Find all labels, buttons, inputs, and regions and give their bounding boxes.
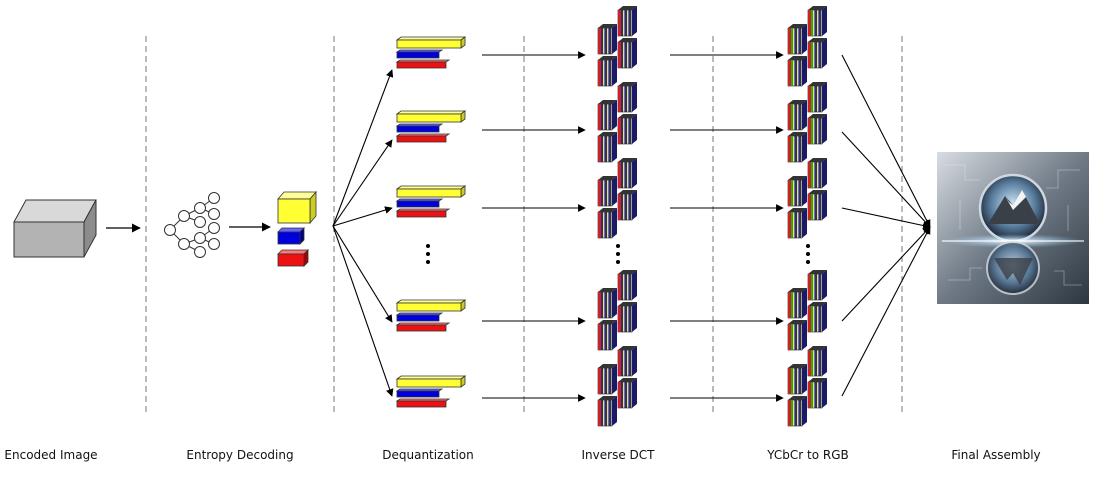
stage-label-dequantization: Dequantization bbox=[382, 448, 474, 462]
arrows bbox=[482, 51, 586, 402]
dct-block-stack-icon bbox=[597, 6, 637, 87]
inverse-dct-blocks bbox=[597, 6, 637, 427]
ellipsis-icon bbox=[426, 244, 430, 264]
channel-bars-icon bbox=[395, 375, 467, 408]
dct-block-stack-icon bbox=[597, 346, 637, 427]
stage-label-encoded-image: Encoded Image bbox=[4, 448, 98, 462]
stage-label-ycbcr-to-rgb: YCbCr to RGB bbox=[767, 448, 849, 462]
channel-bars-icon bbox=[395, 185, 467, 218]
channel-bars-icon bbox=[395, 110, 467, 143]
ycbcr-channel-cubes-icon bbox=[277, 190, 317, 267]
rgb-block-stack-icon bbox=[787, 158, 827, 239]
channel-bars-icon bbox=[395, 299, 467, 332]
stage-label-inverse-dct: Inverse DCT bbox=[581, 448, 655, 462]
dct-block-stack-icon bbox=[597, 82, 637, 163]
dct-block-stack-icon bbox=[597, 270, 637, 351]
final-image-thumbnail bbox=[937, 152, 1089, 304]
rgb-block-stack-icon bbox=[787, 270, 827, 351]
ellipsis-icon bbox=[616, 244, 620, 264]
channel-bars-icon bbox=[395, 36, 467, 69]
encoded-image-block-icon bbox=[13, 199, 97, 258]
arrows bbox=[670, 51, 784, 402]
stage-label-final-assembly: Final Assembly bbox=[951, 448, 1041, 462]
rgb-blocks bbox=[787, 6, 827, 427]
huffman-tree-icon bbox=[164, 192, 220, 258]
rgb-block-stack-icon bbox=[787, 6, 827, 87]
dequantization-blocks bbox=[395, 36, 467, 408]
stage-dividers bbox=[145, 36, 903, 414]
rgb-block-stack-icon bbox=[787, 346, 827, 427]
stage-label-entropy-decoding: Entropy Decoding bbox=[186, 448, 294, 462]
converging-arrows bbox=[841, 54, 931, 397]
dct-block-stack-icon bbox=[597, 158, 637, 239]
ellipsis-icon bbox=[806, 244, 810, 264]
fan-out-arrows bbox=[332, 69, 394, 397]
rgb-block-stack-icon bbox=[787, 82, 827, 163]
